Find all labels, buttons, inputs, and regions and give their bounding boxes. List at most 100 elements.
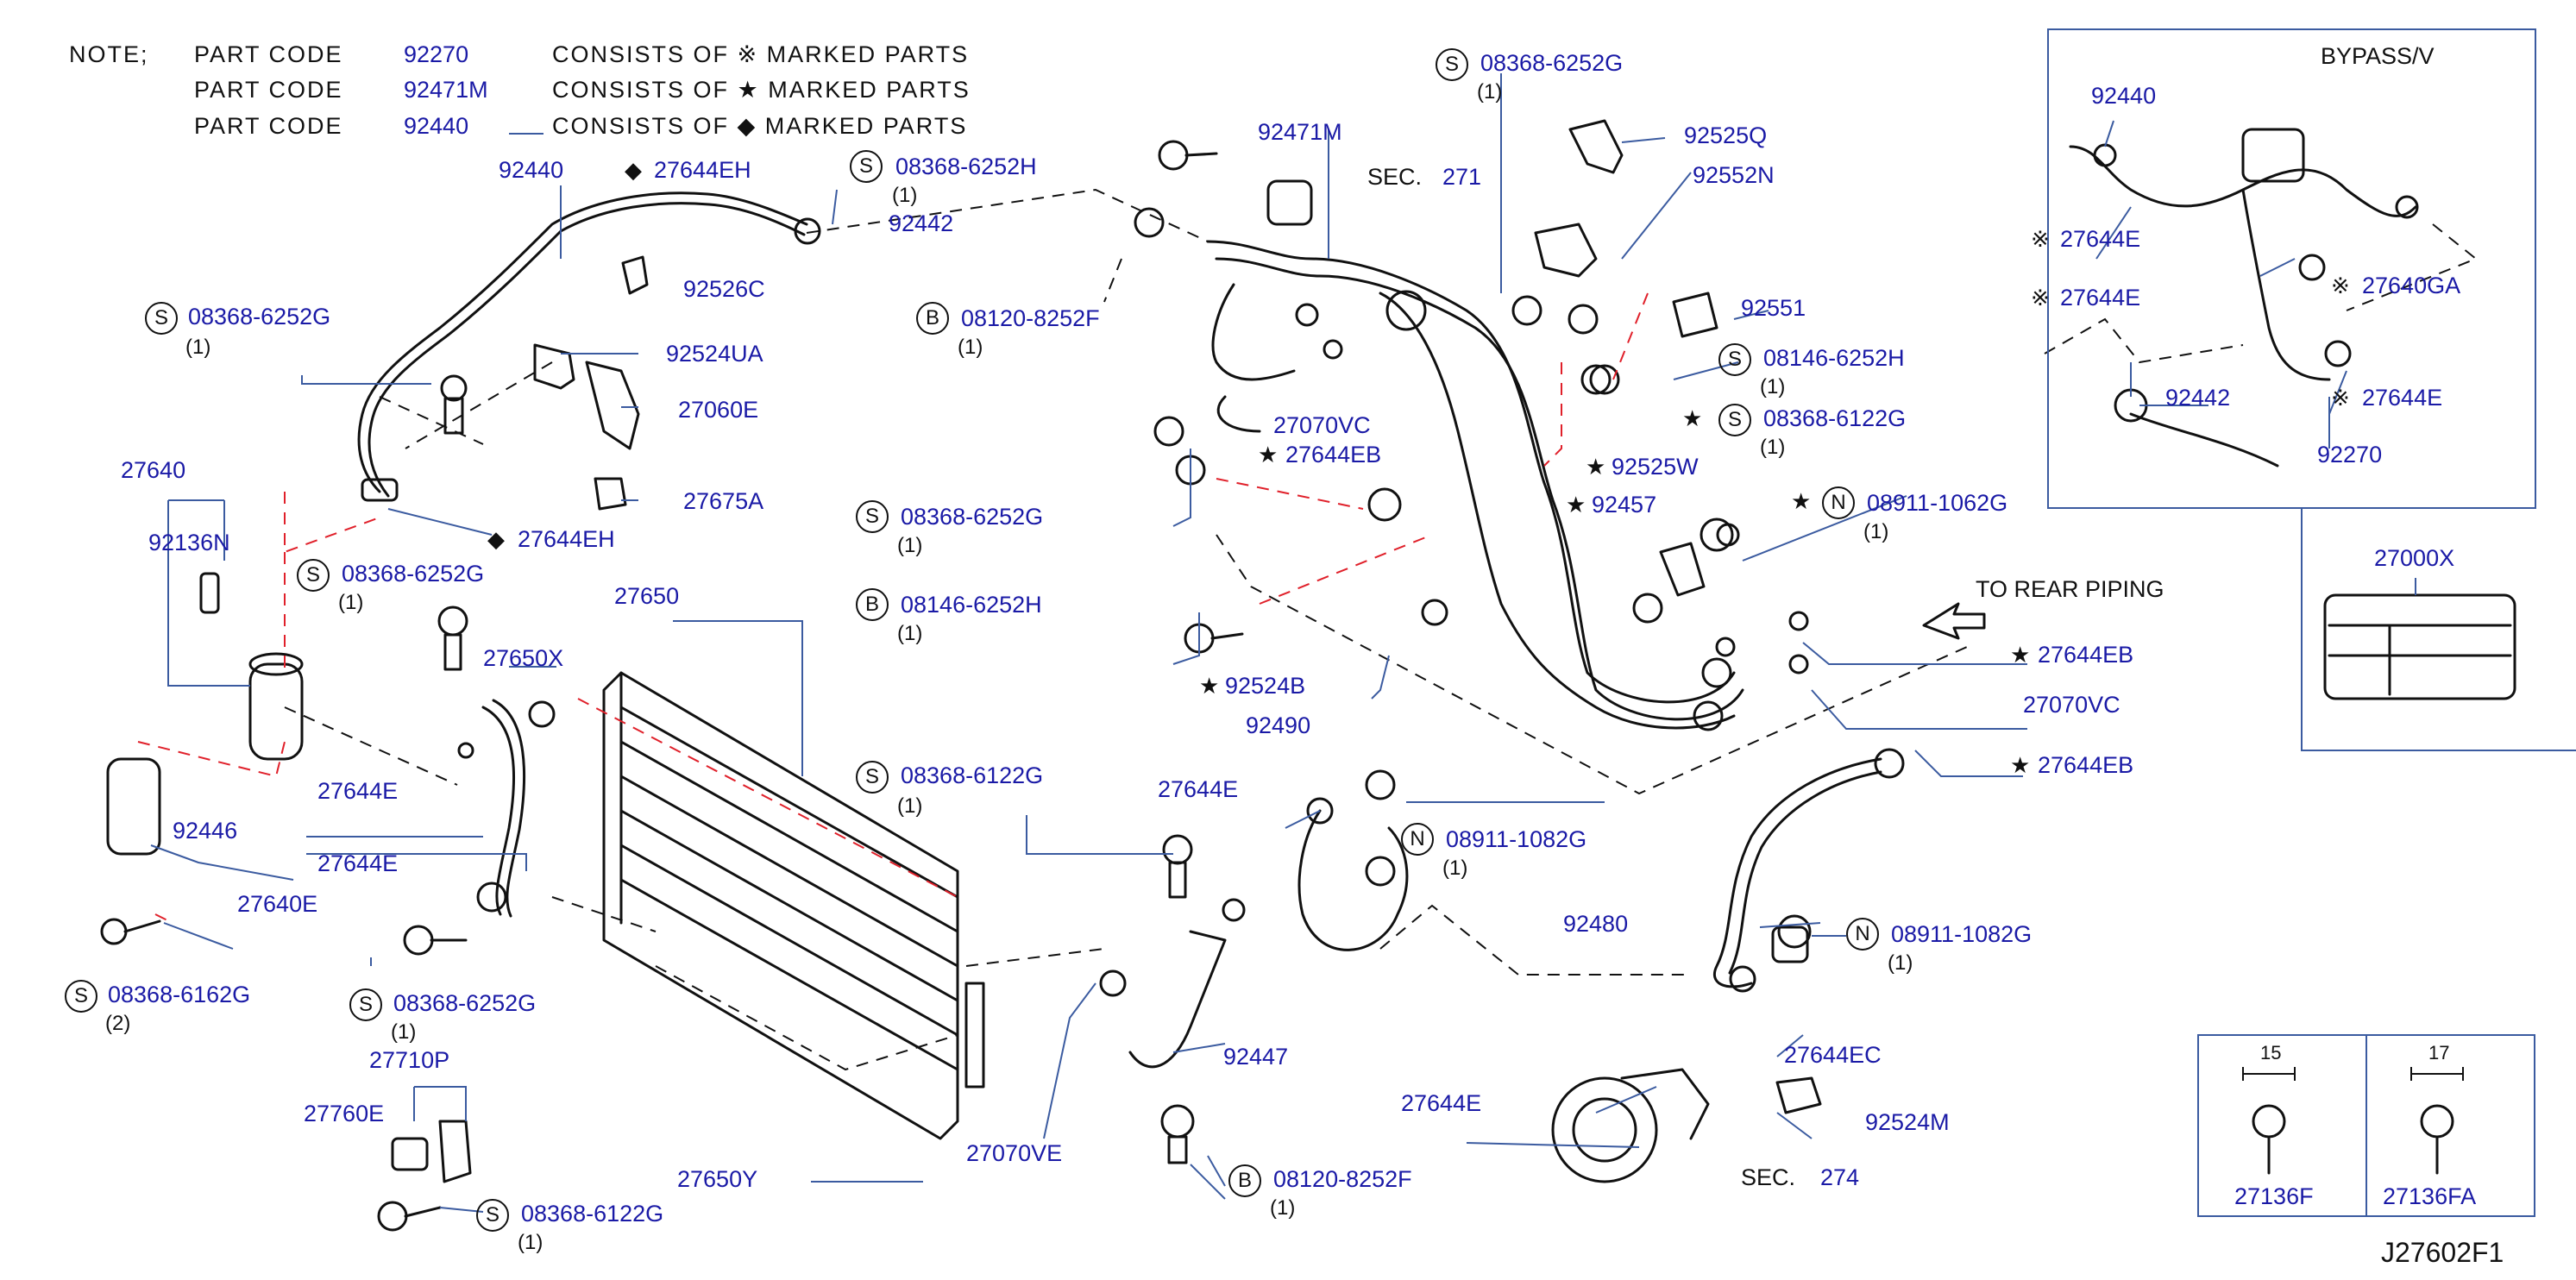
callout-27070VE[interactable]: 27070VE	[966, 1140, 1063, 1166]
callout-08368-6162G[interactable]: 08368-6162G	[108, 982, 251, 1007]
callout-27644E-d[interactable]: 27644E	[1401, 1090, 1482, 1116]
b-prefix-icon: B	[856, 588, 889, 621]
callout-27644EB-b[interactable]: 27644EB	[2038, 642, 2134, 668]
callout-27644EB-a[interactable]: 27644EB	[1285, 442, 1382, 467]
ref-mark: ※	[2031, 285, 2050, 311]
callout-92440[interactable]: 92440	[499, 157, 564, 183]
qty-6122G-a: (1)	[518, 1231, 543, 1254]
sec-271-number[interactable]: 271	[1442, 164, 1482, 190]
callout-08146-6252H-b[interactable]: 08146-6252H	[901, 592, 1042, 618]
bypass-callout-27644E-1[interactable]: 27644E	[2060, 226, 2141, 252]
sec-271-label: SEC.	[1367, 164, 1423, 190]
qty-6252H-b: (1)	[897, 622, 923, 645]
callout-92136N[interactable]: 92136N	[148, 530, 230, 555]
callout-92552N[interactable]: 92552N	[1693, 162, 1775, 188]
callout-92446[interactable]: 92446	[173, 818, 238, 844]
note-text-1: CONSISTS OF ※ MARKED PARTS	[552, 41, 970, 67]
callout-08368-6252G-b[interactable]: 08368-6252G	[342, 561, 485, 587]
callout-27070VC-b[interactable]: 27070VC	[2023, 692, 2120, 718]
note-prefix-1: PART CODE	[194, 41, 343, 67]
callout-08368-6252G-top[interactable]: 08368-6252G	[1480, 50, 1624, 76]
qty-1082G-a: (1)	[1442, 856, 1468, 880]
callout-08911-1062G[interactable]: 08911-1062G	[1867, 490, 2008, 516]
s-prefix-icon: S	[1718, 404, 1751, 436]
callout-08120-8252F-c[interactable]: 08120-8252F	[1273, 1166, 1412, 1192]
bypass-callout-92270[interactable]: 92270	[2317, 442, 2383, 467]
clip-left-part[interactable]: 27136F	[2234, 1183, 2314, 1209]
sec-274-number[interactable]: 274	[1820, 1164, 1860, 1190]
diamond-mark: ◆	[487, 526, 505, 552]
ref-mark: ※	[2331, 385, 2350, 411]
callout-92490[interactable]: 92490	[1246, 712, 1311, 738]
qty-a: (1)	[185, 336, 211, 359]
callout-92525W[interactable]: 92525W	[1612, 454, 1699, 480]
star-mark: ★	[2010, 752, 2031, 778]
callout-27650Y[interactable]: 27650Y	[677, 1166, 758, 1192]
callout-92471M[interactable]: 92471M	[1258, 119, 1342, 145]
callout-92480[interactable]: 92480	[1563, 911, 1629, 937]
qty-c: (1)	[391, 1020, 417, 1044]
star-mark: ★	[1791, 488, 1812, 514]
star-mark: ★	[2010, 642, 2031, 668]
callout-92524UA[interactable]: 92524UA	[666, 341, 763, 367]
callout-27710P[interactable]: 27710P	[369, 1047, 450, 1073]
qty-1062G: (1)	[1863, 520, 1889, 543]
callout-08368-6122G-c[interactable]: 08368-6122G	[901, 762, 1044, 788]
callout-27000X[interactable]: 27000X	[2374, 545, 2455, 571]
callout-92526C[interactable]: 92526C	[683, 276, 765, 302]
bypass-callout-27644E-2[interactable]: 27644E	[2060, 285, 2141, 311]
callout-27644E-c[interactable]: 27644E	[1158, 776, 1239, 802]
callout-08120-8252F-b[interactable]: 08120-8252F	[961, 305, 1100, 331]
callout-92442[interactable]: 92442	[889, 210, 954, 236]
clip-right-part[interactable]: 27136FA	[2383, 1183, 2477, 1209]
callout-27640E[interactable]: 27640E	[237, 891, 318, 917]
callout-92524B[interactable]: 92524B	[1225, 673, 1306, 699]
callout-92525Q[interactable]: 92525Q	[1684, 122, 1768, 148]
callout-08368-6252H[interactable]: 08368-6252H	[895, 154, 1037, 179]
diagram-id: J27602F1	[2381, 1237, 2504, 1268]
callout-27644EC[interactable]: 27644EC	[1784, 1042, 1882, 1068]
callout-27644EB-c[interactable]: 27644EB	[2038, 752, 2134, 778]
callout-08911-1082G-b[interactable]: 08911-1082G	[1891, 921, 2033, 947]
note-code-3: 92440	[404, 113, 469, 139]
callout-92457[interactable]: 92457	[1592, 492, 1657, 518]
star-mark: ★	[1258, 442, 1279, 467]
callout-27650[interactable]: 27650	[614, 583, 680, 609]
b-prefix-icon: B	[1228, 1164, 1261, 1197]
qty-6122G-c: (1)	[897, 794, 923, 818]
callout-08368-6252G-c[interactable]: 08368-6252G	[393, 990, 537, 1016]
callout-08368-6252G-d[interactable]: 08368-6252G	[901, 504, 1044, 530]
n-prefix-icon: N	[1822, 486, 1855, 519]
to-rear-piping-label: TO REAR PIPING	[1976, 576, 2164, 602]
s-prefix-icon: S	[65, 980, 97, 1013]
callout-27070VC-a[interactable]: 27070VC	[1273, 412, 1371, 438]
qty-8252F-c: (1)	[1270, 1196, 1296, 1220]
bypass-callout-27640GA[interactable]: 27640GA	[2362, 273, 2461, 298]
callout-92524M[interactable]: 92524M	[1865, 1109, 1950, 1135]
callout-27644EH-top[interactable]: 27644EH	[654, 157, 751, 183]
callout-92447[interactable]: 92447	[1223, 1044, 1289, 1070]
callout-08368-6122G-b[interactable]: 08368-6122G	[1763, 405, 1907, 431]
callout-27644E-a[interactable]: 27644E	[317, 778, 399, 804]
qty-top: (1)	[1477, 80, 1503, 104]
s-prefix-icon: S	[1436, 48, 1468, 81]
callout-08368-6252G-a[interactable]: 08368-6252G	[188, 304, 331, 329]
callout-27760E[interactable]: 27760E	[304, 1101, 385, 1126]
callout-27060E[interactable]: 27060E	[678, 397, 759, 423]
callout-27644E-b[interactable]: 27644E	[317, 850, 399, 876]
bypass-callout-92442[interactable]: 92442	[2165, 385, 2231, 411]
bypass-callout-92440[interactable]: 92440	[2091, 83, 2157, 109]
callout-08146-6252H-a[interactable]: 08146-6252H	[1763, 345, 1905, 371]
callout-27640[interactable]: 27640	[121, 457, 186, 483]
s-prefix-icon: S	[856, 500, 889, 533]
bypass-callout-27644E-3[interactable]: 27644E	[2362, 385, 2443, 411]
callout-92551[interactable]: 92551	[1741, 295, 1806, 321]
callout-27644EH-b[interactable]: 27644EH	[518, 526, 615, 552]
callout-27675A[interactable]: 27675A	[683, 488, 764, 514]
qty-1082G-b: (1)	[1888, 951, 1913, 975]
callout-27650X[interactable]: 27650X	[483, 645, 564, 671]
callout-08368-6122G-a[interactable]: 08368-6122G	[521, 1201, 664, 1227]
callout-08911-1082G-a[interactable]: 08911-1082G	[1446, 826, 1587, 852]
